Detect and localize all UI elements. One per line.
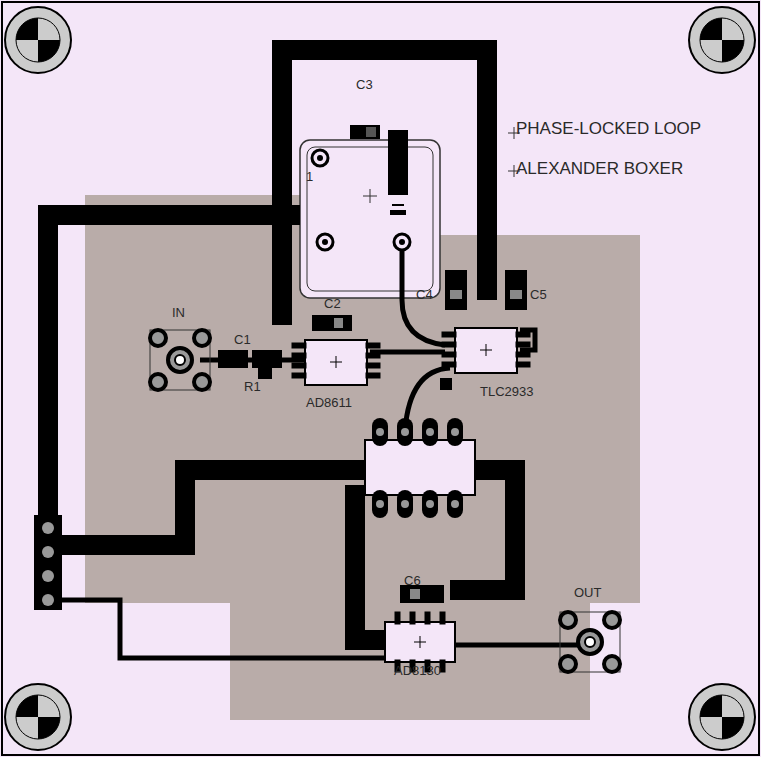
part-label: R1 [244, 380, 261, 394]
trace [48, 242, 590, 658]
mounting-hole [5, 7, 755, 750]
part-label: C4 [416, 288, 433, 302]
smd-passive [218, 270, 527, 603]
vco-footprint [307, 147, 433, 291]
author-name: ALEXANDER BOXER [516, 160, 683, 179]
part-label: TLC2933 [480, 385, 533, 399]
header-pins [34, 515, 62, 610]
vco-footprint [300, 140, 440, 298]
board-title: PHASE-LOCKED LOOP [516, 120, 701, 139]
part-label: C2 [324, 297, 341, 311]
part-label: C3 [356, 78, 373, 92]
dip-footprint [365, 418, 475, 518]
part-label: 1 [306, 170, 313, 184]
part-label: C5 [530, 288, 547, 302]
part-label: IN [172, 306, 185, 320]
trace [48, 50, 515, 640]
part-label: OUT [574, 586, 601, 600]
ic-footprint [292, 328, 530, 672]
part-label: AD8130 [394, 664, 441, 678]
sma-connector [150, 330, 620, 672]
part-label: AD8611 [306, 396, 352, 410]
part-label: C1 [234, 333, 251, 347]
part-label: C6 [404, 574, 421, 588]
